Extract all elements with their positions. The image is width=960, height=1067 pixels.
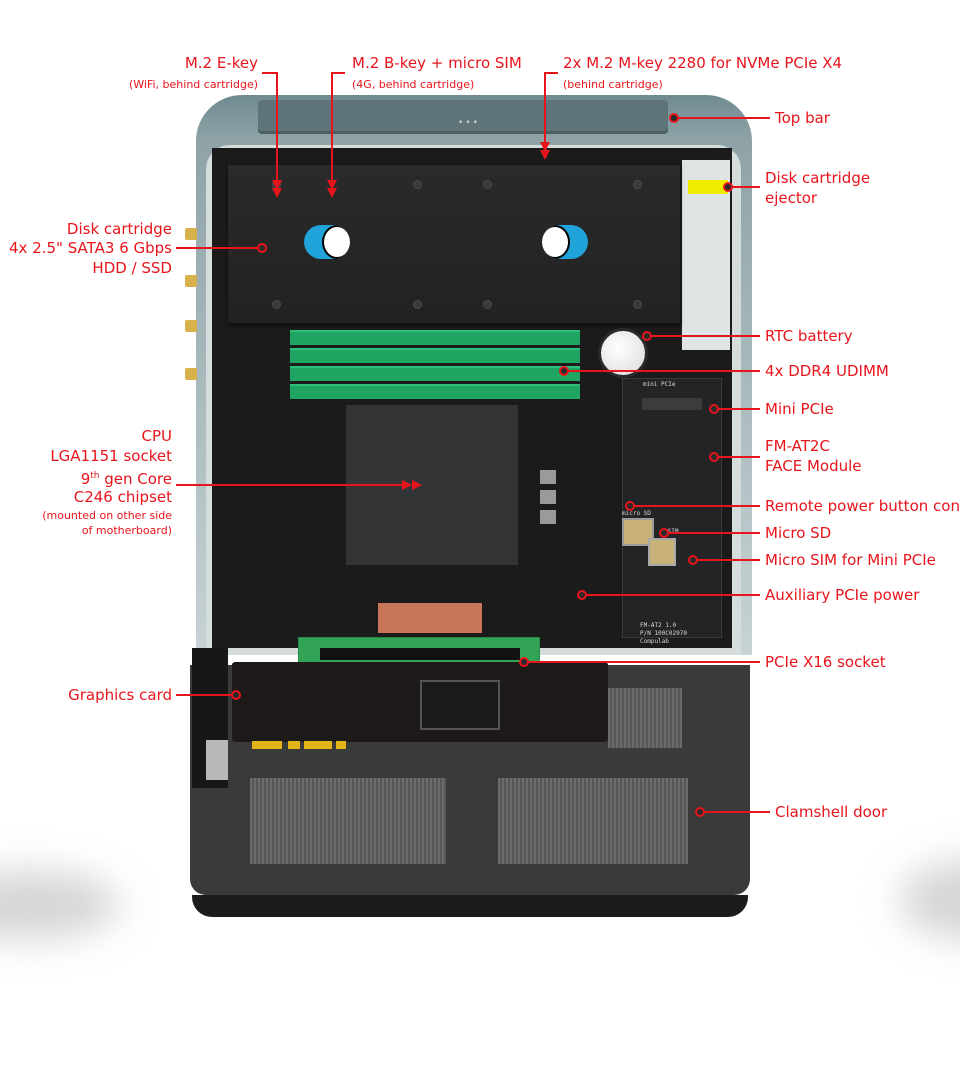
silkscreen-face-brand: Compulab	[640, 638, 669, 645]
silkscreen-mini-pcie: mini PCIe	[643, 381, 676, 388]
label-graphics-card: Graphics card	[68, 686, 172, 704]
label-ejector-1: Disk cartridge	[765, 169, 871, 187]
gpu-edge-fingers	[252, 741, 282, 749]
antenna-connector	[185, 320, 197, 332]
gpu-edge-fingers	[304, 741, 332, 749]
cpu-gen-suffix: th	[90, 471, 100, 481]
label-ddr4: 4x DDR4 UDIMM	[765, 362, 889, 380]
screw-icon	[633, 180, 642, 189]
screw-icon	[483, 300, 492, 309]
silkscreen-face-rev: FM-AT2 1.0	[640, 622, 677, 629]
cartridge-handle[interactable]	[542, 225, 588, 259]
vent-mesh	[608, 688, 682, 748]
gpu-die	[420, 680, 500, 730]
label-aux-pcie-power: Auxiliary PCIe power	[765, 586, 920, 604]
label-micro-sd: Micro SD	[765, 524, 832, 542]
gpu-bracket-tab	[206, 740, 228, 780]
vrm-inductor	[540, 510, 556, 524]
antenna-connector	[185, 275, 197, 287]
ddr4-dimm	[290, 384, 580, 399]
label-rtc-battery: RTC battery	[765, 327, 853, 345]
screw-icon	[413, 180, 422, 189]
vent-mesh	[498, 778, 688, 864]
ddr4-dimm	[290, 330, 580, 345]
screw-icon	[483, 180, 492, 189]
antenna-connector	[185, 368, 197, 380]
label-m2-b-key: M.2 B-key + micro SIM	[352, 54, 522, 72]
label-pcie-x16: PCIe X16 socket	[765, 653, 886, 671]
label-m2-e-key: M.2 E-key	[184, 54, 258, 72]
ddr4-dimm	[290, 366, 580, 381]
mini-pcie-slot	[642, 398, 702, 410]
copper-heat-spreader	[378, 603, 482, 633]
cartridge-handle[interactable]	[304, 225, 350, 259]
label-cpu-socket: LGA1151 socket	[50, 447, 172, 465]
silkscreen-micro-sd: micro SD	[622, 510, 651, 517]
label-chipset: C246 chipset	[73, 488, 172, 506]
vrm-inductor	[540, 470, 556, 484]
label-micro-sim: Micro SIM for Mini PCIe	[765, 551, 936, 569]
label-fm-at2c: FM-AT2C	[765, 437, 830, 455]
handle-knob	[542, 225, 570, 259]
label-cpu-generation: 9th gen Core	[0, 467, 172, 489]
label-m2-b-key-note: (4G, behind cartridge)	[352, 78, 475, 91]
clamshell-vent-lip	[192, 895, 748, 917]
label-cpu-note-2: of motherboard)	[81, 524, 172, 537]
label-disk-cartridge: Disk cartridge	[66, 220, 172, 238]
label-disk-cartridge-spec: 4x 2.5" SATA3 6 Gbps	[9, 239, 172, 257]
label-cpu-note-1: (mounted on other side	[42, 509, 172, 522]
gpu-edge-fingers	[336, 741, 346, 749]
disk-cartridge[interactable]	[228, 165, 680, 323]
screw-icon	[272, 300, 281, 309]
label-m2-m-key: 2x M.2 M-key 2280 for NVMe PCIe X4	[563, 54, 843, 72]
micro-sim-slot	[648, 538, 676, 566]
silkscreen-face-pn: P/N 100C02970	[640, 630, 687, 637]
label-top-bar: Top bar	[775, 109, 830, 127]
top-bar-dots: •••	[458, 118, 480, 128]
label-remote-power: Remote power button connector	[765, 497, 960, 515]
rtc-battery	[598, 328, 648, 378]
screw-icon	[413, 300, 422, 309]
vrm-inductor	[540, 490, 556, 504]
ddr4-dimm	[290, 348, 580, 363]
cpu-gen-number: 9	[80, 470, 91, 488]
pcie-x16-slot	[320, 648, 520, 660]
handle-knob	[322, 225, 350, 259]
cpu-gen-text: gen Core	[99, 470, 172, 488]
label-m2-e-key-note: (WiFi, behind cartridge)	[128, 78, 258, 91]
label-face-module: FACE Module	[765, 457, 862, 475]
gpu-edge-fingers	[288, 741, 300, 749]
screw-icon	[633, 300, 642, 309]
silkscreen-usim: uSIM	[664, 528, 679, 535]
vent-mesh	[250, 778, 446, 864]
label-ejector-2: ejector	[765, 189, 818, 207]
label-m2-m-key-note: (behind cartridge)	[563, 78, 663, 91]
label-cpu: CPU	[141, 427, 173, 445]
label-disk-cartridge-type: HDD / SSD	[92, 259, 172, 277]
disk-cartridge-ejector[interactable]	[688, 180, 728, 194]
label-mini-pcie: Mini PCIe	[765, 400, 834, 418]
label-clamshell-door: Clamshell door	[775, 803, 888, 821]
antenna-connector	[185, 228, 197, 240]
top-bar	[258, 100, 668, 134]
